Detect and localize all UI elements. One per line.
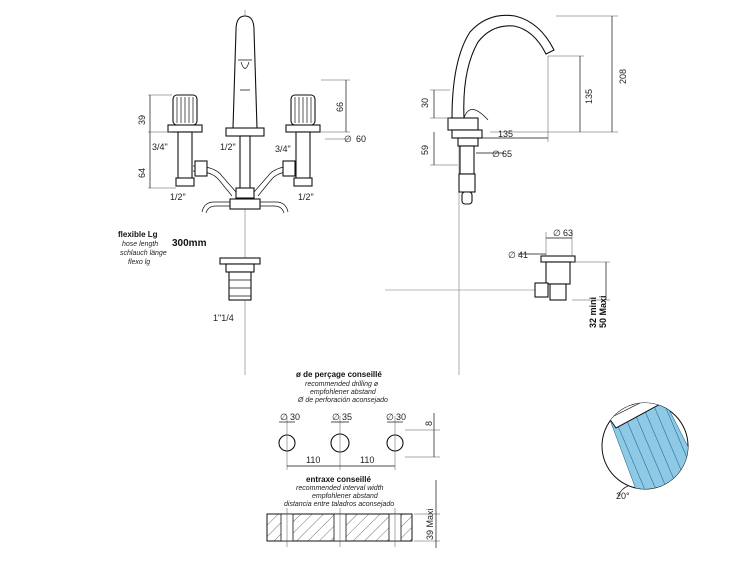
side-view [385,14,618,375]
diameter-symbol-63: ∅ [553,228,561,238]
front-view [148,10,350,375]
thread-right-top: 3/4" [275,144,291,154]
thread-left-bottom: 1/2" [170,192,186,202]
hose-en: hose length [122,241,158,248]
drain-min: 32 mini [588,297,598,328]
drilling-de: empfohlener abstand [310,389,377,396]
drilling-diagram [278,413,440,470]
drain-max: 50 Maxi [598,295,608,328]
hole-center: 35 [342,412,352,422]
thread-left-top: 3/4" [152,142,168,152]
front-dimensions [148,79,350,189]
side-dimensions [430,15,618,301]
dim-59: 59 [420,145,430,155]
hose-length: 300mm [172,238,207,249]
thickness: 39 Maxi [425,508,435,540]
flexible-hoses [201,198,289,214]
front-waste [219,257,261,301]
spacing-title: entraxe conseillé [306,475,371,484]
side-waste [534,255,576,301]
dim-30-side: 30 [420,98,430,108]
thread-center: 1/2" [220,142,236,152]
dim-8: 8 [424,421,434,426]
hole-right: 30 [396,412,406,422]
dim-135-horizontal: 135 [498,129,513,139]
spray-detail [601,402,689,497]
front-shank [239,135,251,192]
spacing-left: 110 [306,455,320,465]
dim-41: 41 [518,250,528,260]
dim-60: 60 [356,134,366,144]
spacing-en: recommended interval width [296,485,384,492]
connecting-hoses [192,160,297,199]
drilling-en: recommended drilling ø [305,381,379,388]
hose-title: flexible Lg [118,230,158,239]
spray-angle: 20° [616,491,630,501]
diameter-symbol-65: ∅ [492,149,500,159]
hose-es: flexo lg [128,259,150,266]
waste-thread: 1"1/4 [213,313,234,323]
countertop-section [266,480,440,548]
hole-center-symbol: ∅ [332,412,340,422]
side-spout [447,14,555,205]
dim-63: 63 [563,228,573,238]
dim-39: 39 [137,115,147,125]
hose-de: schlauch länge [120,250,167,257]
spacing-de: empfohlener abstand [312,493,379,500]
spacing-es: distancia entre taladros aconsejado [284,501,394,508]
front-spout [225,15,265,137]
dim-64: 64 [137,168,147,178]
left-handle [167,94,203,187]
diameter-symbol-41: ∅ [508,250,516,260]
dim-66: 66 [335,102,345,112]
hole-left-symbol: ∅ [280,412,288,422]
drilling-es: Ø de perforación aconsejado [297,397,388,404]
diameter-symbol-60: ∅ [344,134,352,144]
thread-right-bottom: 1/2" [298,192,314,202]
right-handle [285,94,321,187]
dim-208: 208 [618,69,628,84]
dim-135-vertical: 135 [584,89,594,104]
drilling-title: ø de perçage conseillé [296,370,382,379]
dim-65: 65 [502,149,512,159]
spacing-right: 110 [360,455,374,465]
hole-right-symbol: ∅ [386,412,394,422]
hole-left: 30 [290,412,300,422]
